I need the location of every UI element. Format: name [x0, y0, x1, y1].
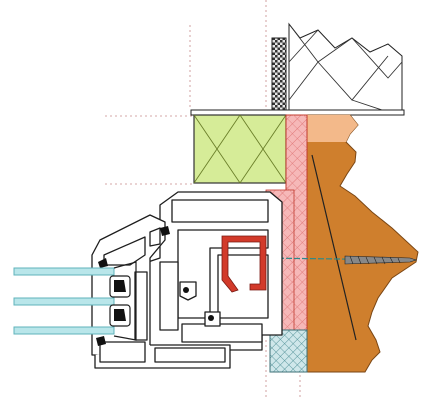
triple-glazing-unit: [13, 261, 137, 341]
gaskets: [96, 226, 214, 346]
masonry-wall: [306, 114, 419, 373]
bottom-sealant-fill: [269, 329, 308, 373]
frame-anchor-screw: [261, 255, 417, 265]
steel-reinforcement: [221, 235, 267, 293]
xps-insulation-board: [193, 114, 287, 184]
vapor-barrier-strip: [271, 37, 287, 113]
loose-insulation-fill: [288, 22, 403, 113]
window-sill-board: [190, 109, 405, 116]
